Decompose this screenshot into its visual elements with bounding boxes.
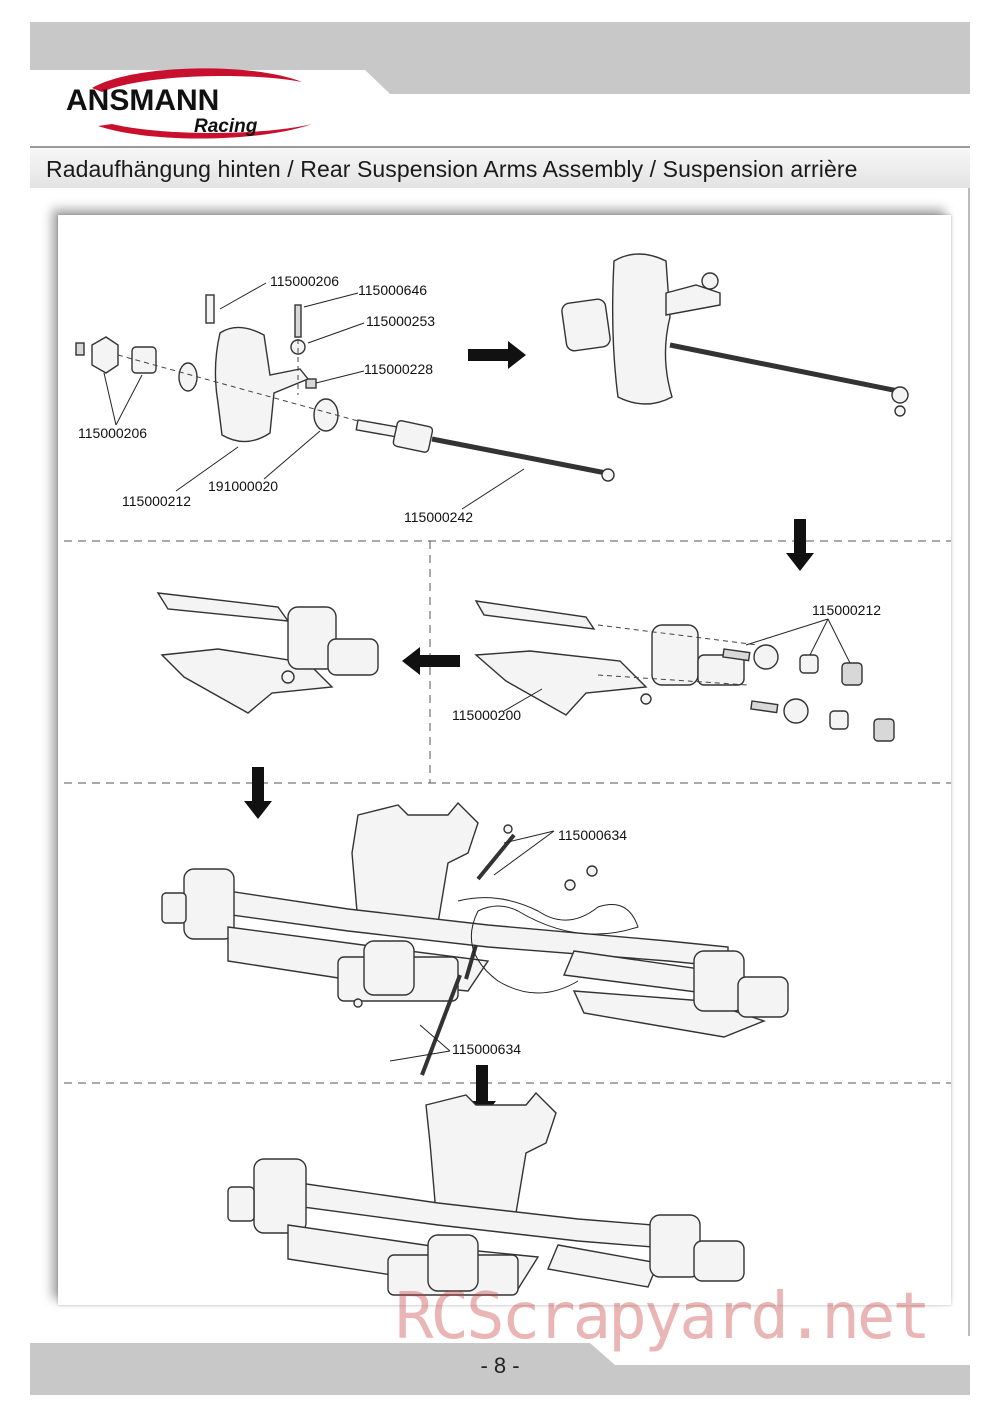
- part-number-label: 115000206: [78, 425, 147, 441]
- diagram-panel: 115000206 115000646 115000253 115000228 …: [50, 215, 951, 1305]
- arrow-right-icon: [468, 341, 526, 369]
- step3-arm-assembled: [156, 592, 379, 714]
- universal-joint-part: [392, 420, 434, 453]
- part-number-label: 191000020: [208, 478, 278, 494]
- step5-final-assembly: [227, 1091, 745, 1296]
- part-number-label: 115000634: [558, 827, 627, 843]
- ansmann-racing-logo: ANSMANN Racing: [66, 68, 312, 139]
- bearing-outer-part: [178, 362, 198, 392]
- screw-part: [294, 304, 302, 338]
- footer-band: [30, 1343, 970, 1395]
- wheel-hex-part: [131, 346, 157, 374]
- assembly-diagram: 115000206 115000646 115000253 115000228 …: [50, 253, 951, 1296]
- page-title: Radaufhängung hinten / Rear Suspension A…: [46, 156, 858, 182]
- part-number-label: 115000253: [366, 313, 435, 329]
- arrow-left-icon: [402, 647, 460, 675]
- part-number-label: 115000212: [812, 602, 881, 618]
- part-number-label: 115000634: [452, 1041, 521, 1057]
- part-number-label: 115000242: [404, 509, 473, 525]
- brand-sub: Racing: [194, 116, 258, 137]
- pin-part: [205, 294, 215, 324]
- header-band: [30, 22, 970, 94]
- page-number: - 8 -: [480, 1353, 520, 1378]
- watermark-text: RCScrapyard.net: [395, 1280, 931, 1354]
- bearing-part: [313, 398, 339, 432]
- part-number-label: 115000206: [270, 273, 339, 289]
- section-title-bar: Radaufhängung hinten / Rear Suspension A…: [30, 146, 970, 191]
- step3-arm-exploded: [474, 600, 895, 742]
- brand-name: ANSMANN: [66, 84, 219, 117]
- step4-rear-axle: [161, 801, 789, 1076]
- part-number-label: 115000646: [358, 282, 427, 298]
- hex-nut-part: [91, 336, 119, 374]
- arrow-down-icon: [786, 519, 814, 571]
- hub-carrier-part: [214, 326, 310, 443]
- arrow-down-icon: [244, 767, 272, 819]
- step2-assembled-hub: [561, 253, 909, 417]
- part-number-label: 115000200: [452, 707, 521, 723]
- part-number-label: 115000228: [364, 361, 433, 377]
- driveshaft-part: [431, 436, 607, 476]
- nut-part: [305, 378, 317, 389]
- set-screw-part: [75, 342, 85, 356]
- part-number-label: 115000212: [122, 493, 191, 509]
- step1-exploded-hub: [75, 294, 615, 482]
